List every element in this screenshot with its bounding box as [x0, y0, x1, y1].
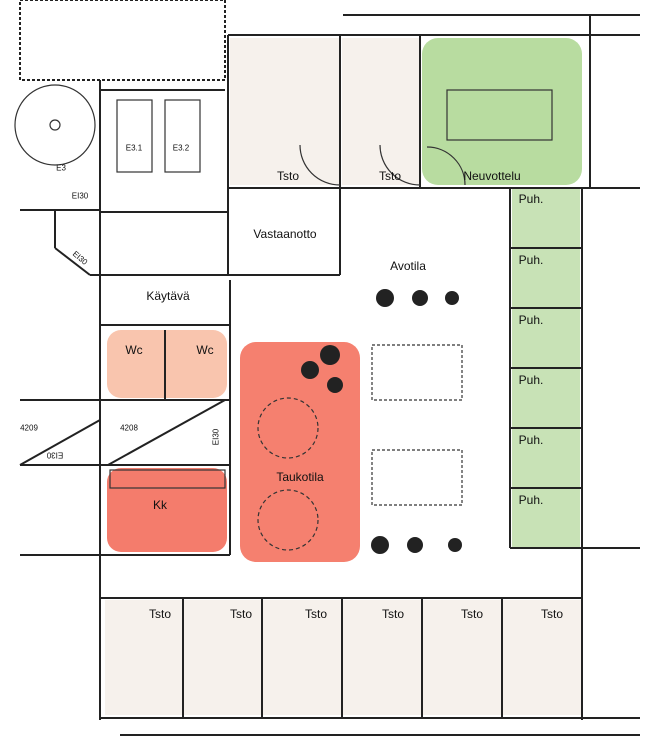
label-taukotila: Taukotila [276, 470, 324, 484]
wc-area[interactable] [107, 330, 227, 398]
label-puh-4: Puh. [518, 373, 544, 387]
label-tsto-top-2: Tsto [378, 169, 402, 183]
kitchen[interactable] [107, 468, 227, 552]
label-puh-6: Puh. [518, 493, 544, 507]
label-e32: E3.2 [172, 143, 190, 153]
office-tsto-2[interactable] [342, 38, 420, 185]
label-kk: Kk [152, 498, 168, 512]
label-ei30-d: EI30 [211, 428, 221, 446]
label-tsto-bottom-4: Tsto [381, 607, 405, 621]
label-vastaanotto: Vastaanotto [253, 227, 317, 241]
label-e31: E3.1 [125, 143, 143, 153]
label-4209: 4209 [20, 423, 38, 433]
label-wc-2: Wc [196, 343, 214, 357]
label-neuvottelu: Neuvottelu [463, 169, 521, 183]
label-tsto-bottom-1: Tsto [148, 607, 172, 621]
meeting-room[interactable] [422, 38, 582, 185]
label-wc-1: Wc [125, 343, 143, 357]
break-room[interactable] [240, 342, 360, 562]
label-puh-3: Puh. [518, 313, 544, 327]
label-tsto-top-1: Tsto [276, 169, 300, 183]
label-e3: E3 [56, 163, 66, 173]
office-tsto-1[interactable] [230, 38, 340, 185]
label-4208: 4208 [120, 423, 138, 433]
label-ei30-a: EI30 [71, 191, 89, 201]
label-tsto-bottom-2: Tsto [229, 607, 253, 621]
label-tsto-bottom-5: Tsto [460, 607, 484, 621]
label-tsto-bottom-3: Tsto [304, 607, 328, 621]
label-ei30-c: EI30 [46, 450, 64, 460]
label-avotila: Avotila [390, 259, 426, 273]
label-kaytava: Käytävä [146, 289, 190, 303]
label-puh-2: Puh. [518, 253, 544, 267]
label-tsto-bottom-6: Tsto [540, 607, 564, 621]
label-puh-5: Puh. [518, 433, 544, 447]
label-puh-1: Puh. [518, 192, 544, 206]
